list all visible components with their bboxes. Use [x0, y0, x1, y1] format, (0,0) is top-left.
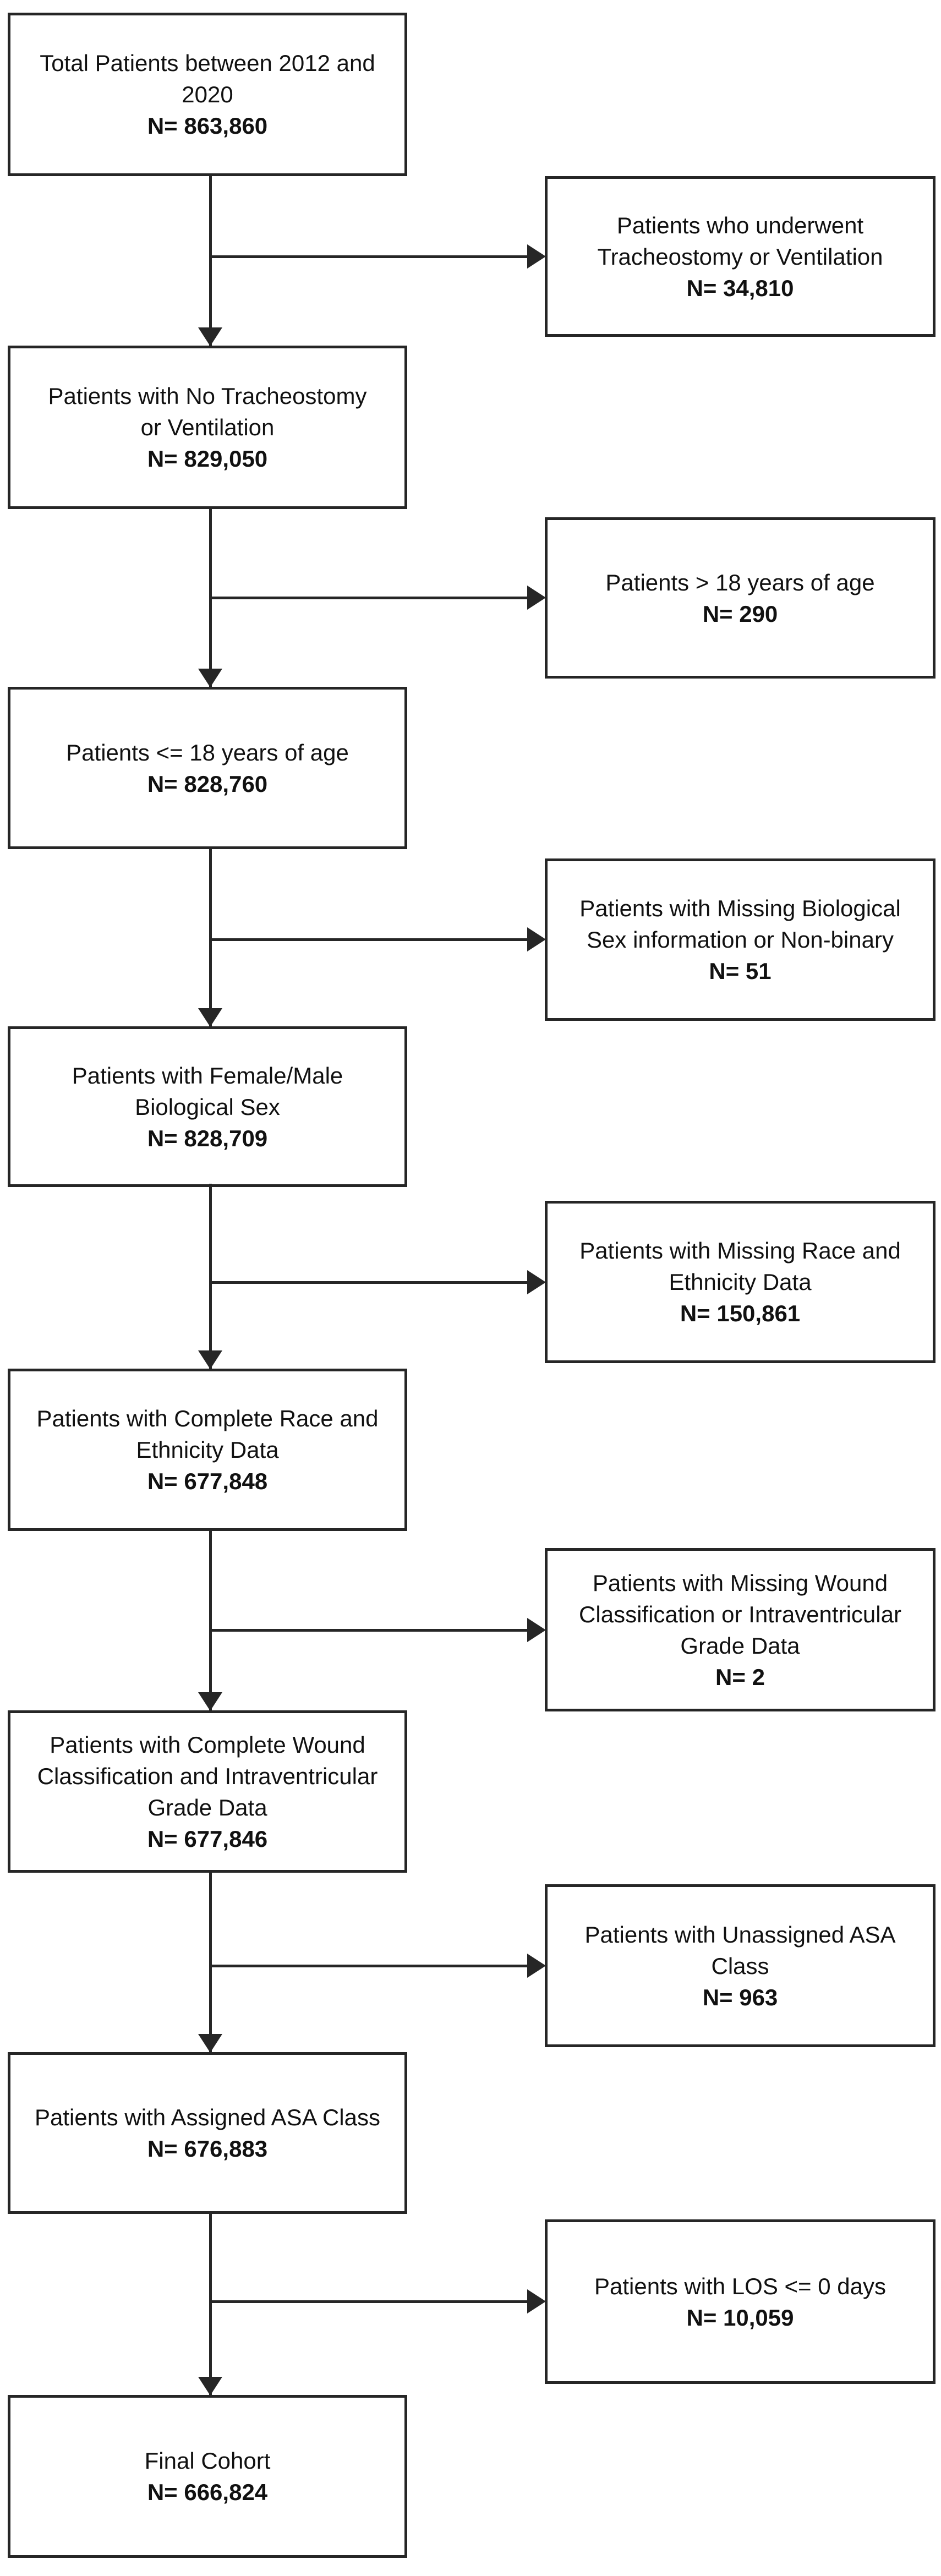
- box-no-tracheostomy: Patients with No Tracheostomy or Ventila…: [8, 346, 407, 509]
- connector-vline-4: [209, 1184, 212, 1370]
- box-complete-race-ethnicity-count: N= 677,848: [147, 1468, 268, 1494]
- box-female-male-sex-count: N= 828,709: [147, 1125, 268, 1151]
- box-total-patients-label: Total Patients between 2012 and 2020: [40, 50, 375, 107]
- box-final-cohort: Final Cohort N= 666,824: [8, 2395, 407, 2558]
- box-excluded-missing-wound-label: Patients with Missing Wound Classificati…: [579, 1569, 901, 1659]
- box-excluded-missing-race-count: N= 150,861: [680, 1300, 801, 1326]
- box-excluded-unassigned-asa-count: N= 963: [702, 1984, 778, 2010]
- right-arrow-icon-3: [527, 927, 546, 951]
- right-arrow-icon-1: [527, 244, 546, 269]
- box-excluded-tracheostomy: Patients who underwent Tracheostomy or V…: [545, 176, 935, 337]
- box-female-male-sex-label: Patients with Female/Male Biological Sex: [72, 1062, 343, 1120]
- box-complete-race-ethnicity-label: Patients with Complete Race and Ethnicit…: [36, 1405, 379, 1463]
- box-assigned-asa-count: N= 676,883: [147, 2136, 268, 2162]
- connector-hline-5: [210, 1629, 528, 1632]
- box-excluded-los-zero-label: Patients with LOS <= 0 days: [594, 2273, 886, 2299]
- down-arrow-icon-7: [198, 2377, 222, 2395]
- connector-vline-7: [209, 2213, 212, 2396]
- box-no-tracheostomy-count: N= 829,050: [147, 446, 268, 472]
- box-assigned-asa: Patients with Assigned ASA Class N= 676,…: [8, 2052, 407, 2214]
- box-final-cohort-label: Final Cohort: [144, 2448, 271, 2474]
- connector-vline-5: [209, 1530, 212, 1711]
- down-arrow-icon-1: [198, 327, 222, 346]
- box-excluded-tracheostomy-label: Patients who underwent Tracheostomy or V…: [597, 212, 883, 270]
- box-assigned-asa-label: Patients with Assigned ASA Class: [34, 2104, 380, 2130]
- box-excluded-over-18-count: N= 290: [702, 600, 778, 627]
- box-excluded-missing-race: Patients with Missing Race and Ethnicity…: [545, 1201, 935, 1363]
- box-female-male-sex: Patients with Female/Male Biological Sex…: [8, 1026, 407, 1187]
- right-arrow-icon-6: [527, 1954, 546, 1978]
- box-age-under-18-label: Patients <= 18 years of age: [66, 739, 349, 765]
- connector-vline-1: [209, 174, 212, 347]
- connector-hline-7: [210, 2300, 528, 2303]
- connector-hline-1: [210, 255, 528, 258]
- down-arrow-icon-5: [198, 1692, 222, 1711]
- box-excluded-over-18: Patients > 18 years of age N= 290: [545, 517, 935, 679]
- connector-vline-3: [209, 848, 212, 1027]
- box-complete-wound-grade-count: N= 677,846: [147, 1825, 268, 1852]
- down-arrow-icon-2: [198, 669, 222, 687]
- down-arrow-icon-6: [198, 2034, 222, 2053]
- box-complete-race-ethnicity: Patients with Complete Race and Ethnicit…: [8, 1369, 407, 1531]
- box-excluded-missing-wound: Patients with Missing Wound Classificati…: [545, 1548, 935, 1711]
- box-no-tracheostomy-label: Patients with No Tracheostomy or Ventila…: [48, 383, 367, 440]
- box-excluded-missing-sex-count: N= 51: [709, 958, 772, 984]
- right-arrow-icon-2: [527, 586, 546, 610]
- box-final-cohort-count: N= 666,824: [147, 2479, 268, 2505]
- down-arrow-icon-3: [198, 1008, 222, 1027]
- box-total-patients: Total Patients between 2012 and 2020 N= …: [8, 13, 407, 176]
- box-excluded-missing-wound-count: N= 2: [715, 1664, 765, 1690]
- box-total-patients-count: N= 863,860: [147, 113, 268, 139]
- connector-hline-3: [210, 938, 528, 941]
- box-age-under-18: Patients <= 18 years of age N= 828,760: [8, 687, 407, 849]
- box-excluded-tracheostomy-count: N= 34,810: [686, 275, 794, 301]
- box-excluded-unassigned-asa-label: Patients with Unassigned ASA Class: [584, 1921, 896, 1979]
- box-excluded-unassigned-asa: Patients with Unassigned ASA Class N= 96…: [545, 1884, 935, 2047]
- connector-hline-4: [210, 1281, 528, 1284]
- box-excluded-missing-race-label: Patients with Missing Race and Ethnicity…: [579, 1238, 901, 1295]
- right-arrow-icon-4: [527, 1270, 546, 1294]
- box-excluded-los-zero-count: N= 10,059: [686, 2304, 794, 2331]
- connector-hline-6: [210, 1965, 528, 1967]
- connector-vline-6: [209, 1872, 212, 2053]
- box-excluded-over-18-label: Patients > 18 years of age: [605, 569, 875, 595]
- box-complete-wound-grade-label: Patients with Complete Wound Classificat…: [37, 1731, 378, 1820]
- box-excluded-missing-sex: Patients with Missing Biological Sex inf…: [545, 858, 935, 1021]
- right-arrow-icon-5: [527, 1618, 546, 1642]
- box-excluded-los-zero: Patients with LOS <= 0 days N= 10,059: [545, 2219, 935, 2384]
- down-arrow-icon-4: [198, 1350, 222, 1369]
- connector-hline-2: [210, 597, 528, 599]
- box-complete-wound-grade: Patients with Complete Wound Classificat…: [8, 1710, 407, 1873]
- box-age-under-18-count: N= 828,760: [147, 770, 268, 797]
- right-arrow-icon-7: [527, 2289, 546, 2314]
- box-excluded-missing-sex-label: Patients with Missing Biological Sex inf…: [579, 895, 901, 953]
